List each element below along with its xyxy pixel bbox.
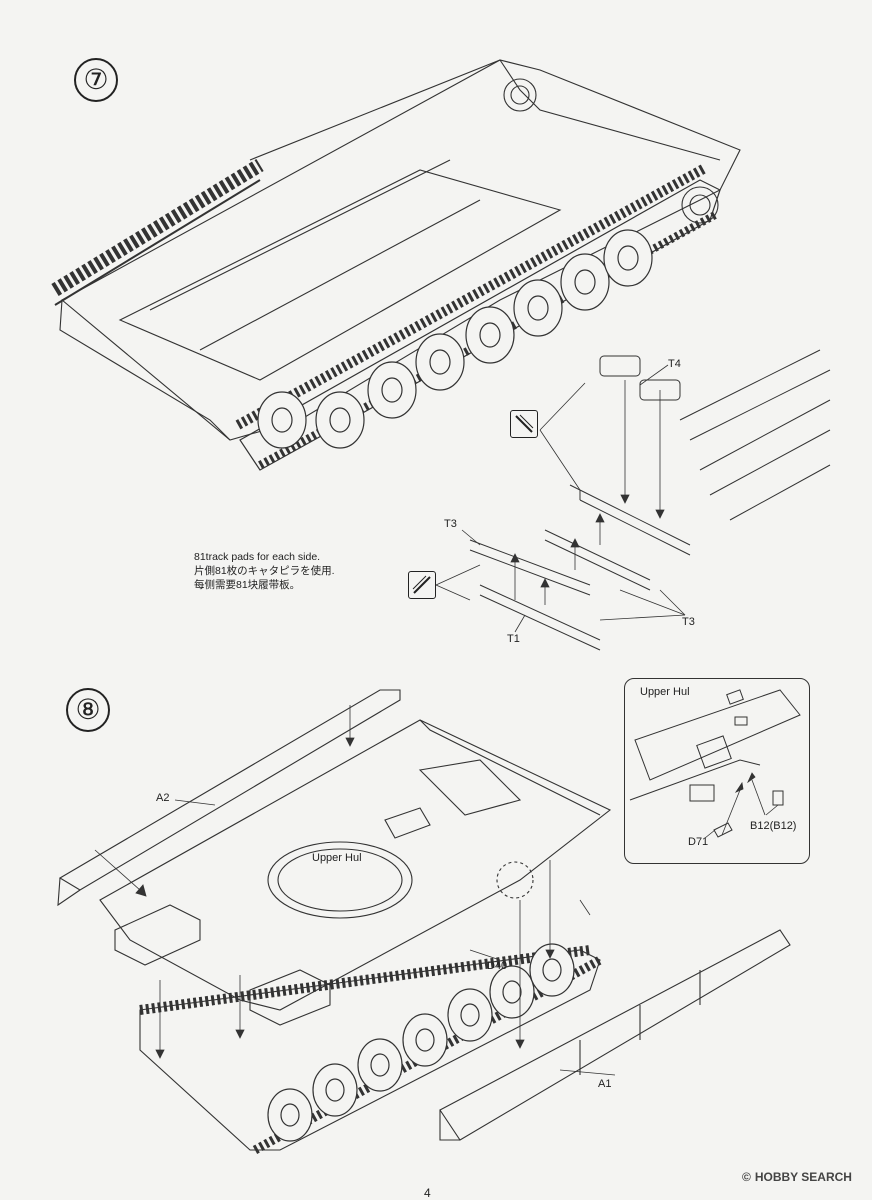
part-label-t3-top: T3 bbox=[444, 518, 457, 530]
detail-callout bbox=[624, 678, 810, 864]
part-label-upper-hull: Upper Hul bbox=[312, 852, 362, 864]
part-label-d40: D40 bbox=[487, 960, 508, 972]
part-label-b12: B12(B12) bbox=[750, 820, 797, 832]
watermark-logo-icon: © bbox=[742, 1170, 751, 1184]
page-number: 4 bbox=[424, 1186, 431, 1200]
cutter-tool-icon-2 bbox=[408, 571, 436, 599]
watermark-text: HOBBY SEARCH bbox=[754, 1170, 852, 1184]
step7-illustration bbox=[51, 59, 831, 651]
step-8-number: ⑧ bbox=[66, 688, 110, 732]
part-label-a2: A2 bbox=[156, 792, 170, 804]
watermark: © HOBBY SEARCH bbox=[742, 1170, 852, 1184]
part-label-t3-right: T3 bbox=[682, 616, 695, 628]
note-line-cn: 每侧需要81块履带板。 bbox=[194, 579, 301, 591]
part-label-t4: T4 bbox=[668, 358, 681, 370]
detail-title: Upper Hul bbox=[640, 686, 690, 698]
part-label-t1: T1 bbox=[507, 633, 520, 645]
cutter-tool-icon bbox=[510, 410, 538, 438]
note-line-en: 81track pads for each side. bbox=[194, 551, 321, 563]
part-label-a1: A1 bbox=[598, 1078, 612, 1090]
step-7-number: ⑦ bbox=[74, 58, 118, 102]
note-line-jp: 片側81枚のキャタピラを使用. bbox=[194, 565, 335, 577]
part-label-d71: D71 bbox=[688, 836, 709, 848]
track-pad-note: 81track pads for each side. 片側81枚のキャタピラを… bbox=[194, 550, 335, 592]
